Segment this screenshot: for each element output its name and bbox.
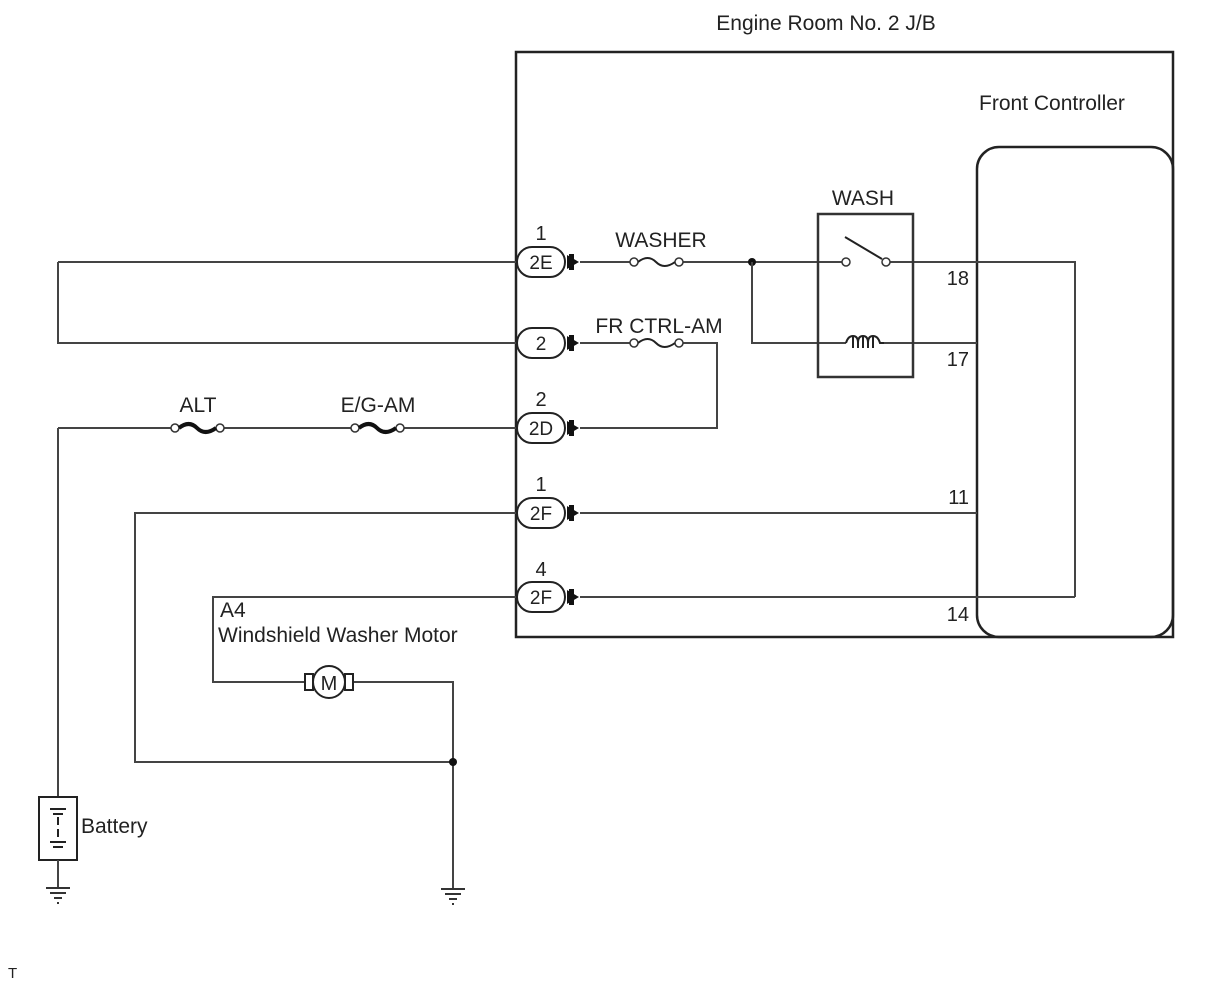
front-controller-box: [975, 145, 1175, 639]
connector-code: 2D: [529, 419, 553, 440]
connector-code: 2F: [530, 588, 552, 609]
controller-pin: 11: [948, 487, 969, 509]
ground-icon: [441, 888, 465, 905]
fr-ctrl-am-fuse-label: FR CTRL-AM: [595, 315, 722, 338]
controller-pin: 18: [947, 268, 969, 290]
connector-pin: 4: [535, 559, 546, 581]
connector-pin: 1: [535, 474, 546, 496]
fr-ctrl-am-fuse-icon: [629, 338, 684, 348]
connector-2d: [516, 412, 579, 444]
wire-coil-in: [751, 262, 846, 344]
wire-2f1-ground: [134, 512, 516, 763]
wire-loop-2e-2: [57, 262, 516, 344]
alt-fuse-icon: [170, 422, 225, 434]
motor-code: A4: [220, 599, 246, 622]
connector-2e: [516, 246, 579, 278]
eg-am-fuse-label: E/G-AM: [341, 394, 416, 417]
battery-label: Battery: [81, 815, 148, 838]
connector-code: 2E: [529, 253, 552, 274]
motor-name: Windshield Washer Motor: [218, 624, 458, 647]
wire-fr-ctrl-am: [580, 342, 718, 429]
relay-coil-icon: [845, 334, 884, 348]
connector-2: [516, 327, 579, 359]
wire-pin18: [886, 261, 1076, 597]
connector-pin: 2: [535, 389, 546, 411]
relay-switch-icon: [841, 236, 891, 267]
connector-code: 2: [536, 334, 547, 355]
controller-pin: 14: [947, 604, 969, 626]
ground-junction-dot: [449, 758, 457, 766]
motor-symbol: M: [321, 673, 338, 695]
eg-am-fuse-icon: [350, 422, 405, 434]
motor-icon: [304, 665, 354, 699]
washer-fuse-icon: [629, 257, 684, 267]
wash-relay-box: [816, 212, 915, 379]
wash-relay-label: WASH: [832, 187, 894, 210]
connector-2f-4: [516, 581, 579, 613]
connector-pin: 1: [535, 223, 546, 245]
controller-pin: 17: [947, 349, 969, 371]
wire-motor-ground: [353, 681, 454, 890]
washer-fuse-label: WASHER: [615, 229, 706, 252]
connector-code: 2F: [530, 504, 552, 525]
ground-icon: [46, 887, 70, 904]
battery-icon: [38, 796, 78, 861]
alt-fuse-label: ALT: [180, 394, 217, 417]
connector-2f-1: [516, 497, 579, 529]
junction-block-title: Engine Room No. 2 J/B: [716, 12, 935, 35]
footer-mark: T: [8, 965, 17, 982]
front-controller-label: Front Controller: [979, 92, 1125, 115]
wire-motor-in: [212, 596, 516, 683]
